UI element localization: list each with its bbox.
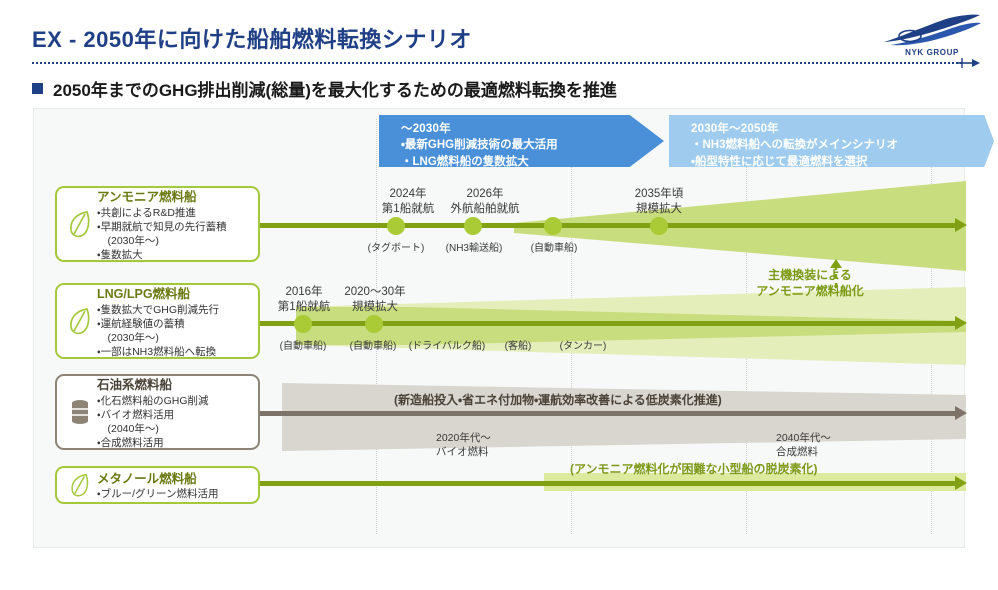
row-line: (2030年～): [97, 332, 159, 344]
row-line: (2040年～): [97, 423, 159, 435]
milestone-label-nh3-2035: 2035年頃 規模拡大: [634, 188, 684, 215]
leaf-icon: [63, 472, 97, 498]
milestone-ship-lng-4: (客船): [504, 341, 532, 352]
milestone-ship-nh3-3: (自動車船): [530, 243, 578, 254]
divider-arrow-icon: [958, 58, 980, 68]
milestone-dot: [650, 217, 668, 235]
arrow-head-icon: [955, 406, 967, 420]
milestone-dot: [365, 315, 383, 333]
logo-text: NYK GROUP: [905, 48, 959, 57]
banner-period: ～2030年: [401, 123, 451, 135]
milestone-ship-lng-2: (自動車船): [349, 341, 397, 352]
row-label-ammonia[interactable]: アンモニア燃料船 ・共創によるR&D推進 ・早期就航で知見の先行蓄積 (2030…: [55, 186, 260, 262]
leaf-icon: [63, 209, 97, 239]
row-line: ・早期就航で知見の先行蓄積: [97, 220, 227, 233]
milestone-dot: [544, 217, 562, 235]
milestone-ship-nh3-1: (タグボート): [367, 243, 425, 254]
row-line: (2030年～): [97, 235, 159, 247]
arrow-head-icon: [955, 316, 967, 330]
row-title: メタノール燃料船: [97, 472, 197, 487]
annotation-engine-conversion: 主機換装による アンモニア燃料船化: [756, 268, 864, 299]
nyk-wing-icon: [884, 14, 981, 46]
banner-line-1: ・最新GHG削減技術の最大活用: [401, 139, 558, 152]
row-line: ・一部はNH3燃料船へ転換: [97, 346, 217, 359]
milestone-dot: [387, 217, 405, 235]
ammonia-timeline-arrow: [256, 218, 967, 232]
row-line: ・ブルー/グリーン燃料活用: [97, 488, 219, 501]
page-title: EX - 2050年に向けた船舶燃料転換シナリオ: [32, 27, 472, 52]
bullet-square-icon: [32, 83, 43, 94]
row-line: ・合成燃料活用: [97, 437, 164, 450]
row-title: LNG/LPG燃料船: [97, 286, 191, 301]
arrow-head-icon: [955, 476, 967, 490]
annotation-methanol: (アンモニア燃料化が困難な小型船の脱炭素化): [570, 462, 818, 476]
milestone-label-lng-2016: 2016年 第1船就航: [277, 286, 331, 313]
row-label-oil[interactable]: 石油系燃料船 ・化石燃料船のGHG削減 ・バイオ燃料活用 (2040年～) ・合…: [55, 374, 260, 450]
row-label-lng-lpg[interactable]: LNG/LPG燃料船 ・隻数拡大でGHG削減先行 ・運航経験値の蓄積 (2030…: [55, 283, 260, 359]
arrow-shaft: [256, 223, 956, 228]
phase-banner-to-2030: ～2030年 ・最新GHG削減技術の最大活用 ・LNG燃料船の隻数拡大: [379, 115, 664, 167]
annotation-oil-main: (新造船投入・省エネ付加物・運航効率改善による低炭素化推進): [394, 393, 722, 407]
milestone-label-nh3-2024: 2024年 第1船就航: [381, 188, 435, 215]
arrow-shaft: [256, 411, 956, 416]
milestone-label-nh3-2026: 2026年 外航船舶就航: [450, 188, 520, 215]
row-title: アンモニア燃料船: [97, 189, 197, 204]
headline-text: 2050年までのGHG排出削減(総量)を最大化するための最適燃料転換を推進: [53, 81, 617, 100]
row-line: ・共創によるR&D推進: [97, 206, 196, 219]
lng-timeline-arrow: [256, 316, 967, 330]
nyk-logo: NYK GROUP: [880, 12, 984, 58]
milestone-ship-nh3-2: (NH3輸送船): [445, 243, 503, 254]
row-line: ・化石燃料船のGHG削減: [97, 394, 209, 407]
phase-banner-2030-2050: 2030年～2050年 ・NH3燃料船への転換がメインシナリオ ・船型特性に応じ…: [669, 115, 994, 167]
arrow-shaft: [256, 481, 956, 486]
annotation-oil-synthetic: 2040年代～ 合成燃料: [776, 432, 831, 459]
row-title: 石油系燃料船: [97, 377, 173, 392]
oil-timeline-arrow: [256, 406, 967, 420]
row-label-methanol[interactable]: メタノール燃料船 ・ブルー/グリーン燃料活用: [55, 466, 260, 504]
milestone-ship-lng-5: (タンカー): [559, 341, 607, 352]
row-line: ・隻数拡大でGHG削減先行: [97, 303, 219, 316]
arrow-head-icon: [955, 218, 967, 232]
banner-line-1: ・NH3燃料船への転換がメインシナリオ: [691, 139, 899, 152]
banner-period: 2030年～2050年: [691, 123, 779, 135]
annotation-oil-bio: 2020年代～ バイオ燃料: [436, 432, 491, 459]
banner-line-2: ・船型特性に応じて最適燃料を選択: [691, 155, 868, 168]
row-line: ・運航経験値の蓄積: [97, 317, 185, 330]
milestone-dot: [464, 217, 482, 235]
lng-volume-band: [296, 287, 966, 365]
oil-volume-band: [282, 383, 966, 451]
milestone-dot: [294, 315, 312, 333]
arrow-shaft: [256, 321, 956, 326]
conversion-up-arrow-icon: [830, 259, 842, 293]
leaf-icon: [63, 306, 97, 336]
tank-icon: [63, 397, 97, 427]
milestone-ship-lng-3: (ドライバルク船): [408, 341, 486, 352]
methanol-timeline-arrow: [256, 476, 967, 490]
banner-line-2: ・LNG燃料船の隻数拡大: [401, 155, 529, 168]
headline: 2050年までのGHG排出削減(総量)を最大化するための最適燃料転換を推進: [32, 76, 617, 101]
row-line: ・隻数拡大: [97, 249, 143, 262]
title-divider: [32, 62, 962, 64]
milestone-ship-lng-1: (自動車船): [279, 341, 327, 352]
row-line: ・バイオ燃料活用: [97, 408, 175, 421]
milestone-label-lng-2020-30: 2020～30年 規模拡大: [344, 286, 406, 313]
